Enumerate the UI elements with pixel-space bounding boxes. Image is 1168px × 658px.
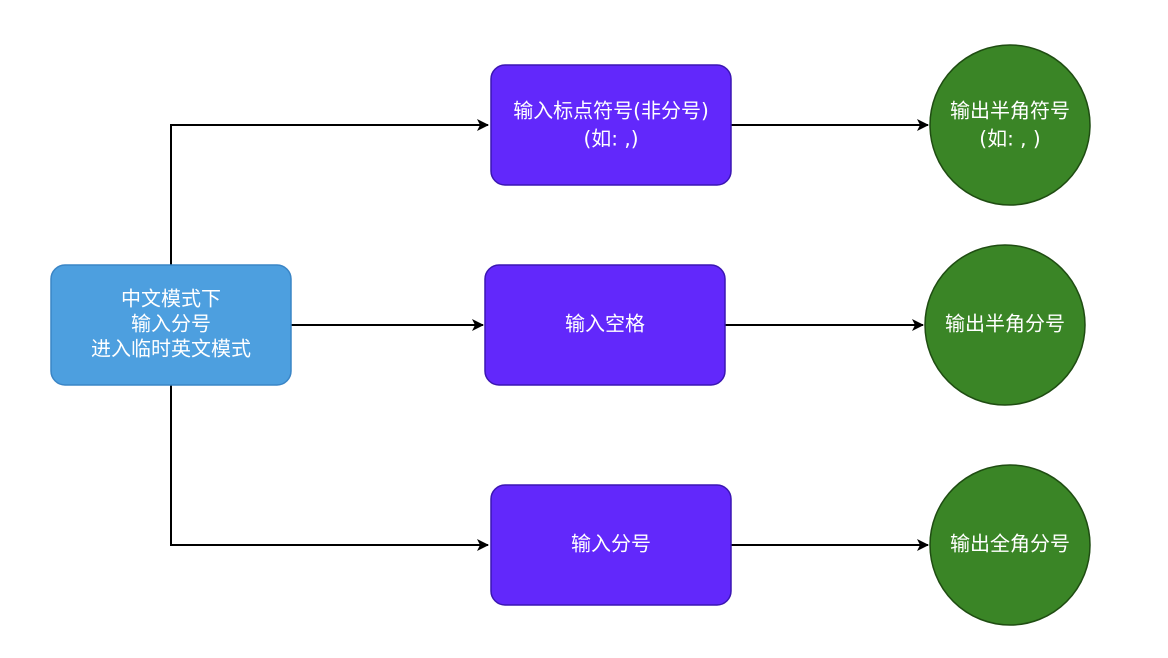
source-node-line-3: 进入临时英文模式	[91, 337, 251, 361]
output-halfwidth-punct-node-circle	[929, 44, 1091, 206]
input-punct-node[interactable]: 输入标点符号(非分号) (如: ,)	[490, 64, 732, 186]
output-halfwidth-semicolon-node-circle	[924, 244, 1086, 406]
source-node-line-1: 中文模式下	[121, 287, 221, 311]
input-semicolon-node-box	[490, 484, 732, 606]
input-punct-node-line-2: (如: ,)	[583, 127, 638, 151]
output-fullwidth-semicolon-node[interactable]: 输出全角分号	[929, 464, 1091, 626]
input-semicolon-node-label: 输入分号	[571, 532, 651, 556]
output-halfwidth-semicolon-node[interactable]: 输出半角分号	[924, 244, 1086, 406]
output-halfwidth-punct-node-line-1: 输出半角符号	[950, 99, 1070, 123]
edge-source-to-input-semicolon	[170, 385, 489, 551]
input-semicolon-node[interactable]: 输入分号	[490, 484, 732, 606]
source-node[interactable]: 中文模式下 输入分号 进入临时英文模式	[50, 264, 292, 386]
input-punct-node-box	[490, 64, 732, 186]
input-space-node-box	[484, 264, 726, 386]
output-fullwidth-semicolon-node-circle	[929, 464, 1091, 626]
source-node-box	[50, 264, 292, 386]
source-node-line-2: 输入分号	[131, 312, 211, 336]
output-fullwidth-semicolon-node-label: 输出全角分号	[950, 532, 1070, 556]
edge-source-to-input-punct	[170, 119, 489, 265]
output-halfwidth-punct-node-line-2: (如: , )	[979, 127, 1040, 151]
output-halfwidth-semicolon-node-label: 输出半角分号	[945, 312, 1065, 336]
input-space-node-label: 输入空格	[565, 312, 645, 336]
output-halfwidth-punct-node[interactable]: 输出半角符号 (如: , )	[929, 44, 1091, 206]
input-punct-node-line-1: 输入标点符号(非分号)	[513, 99, 709, 123]
edges	[170, 119, 929, 551]
input-space-node[interactable]: 输入空格	[484, 264, 726, 386]
